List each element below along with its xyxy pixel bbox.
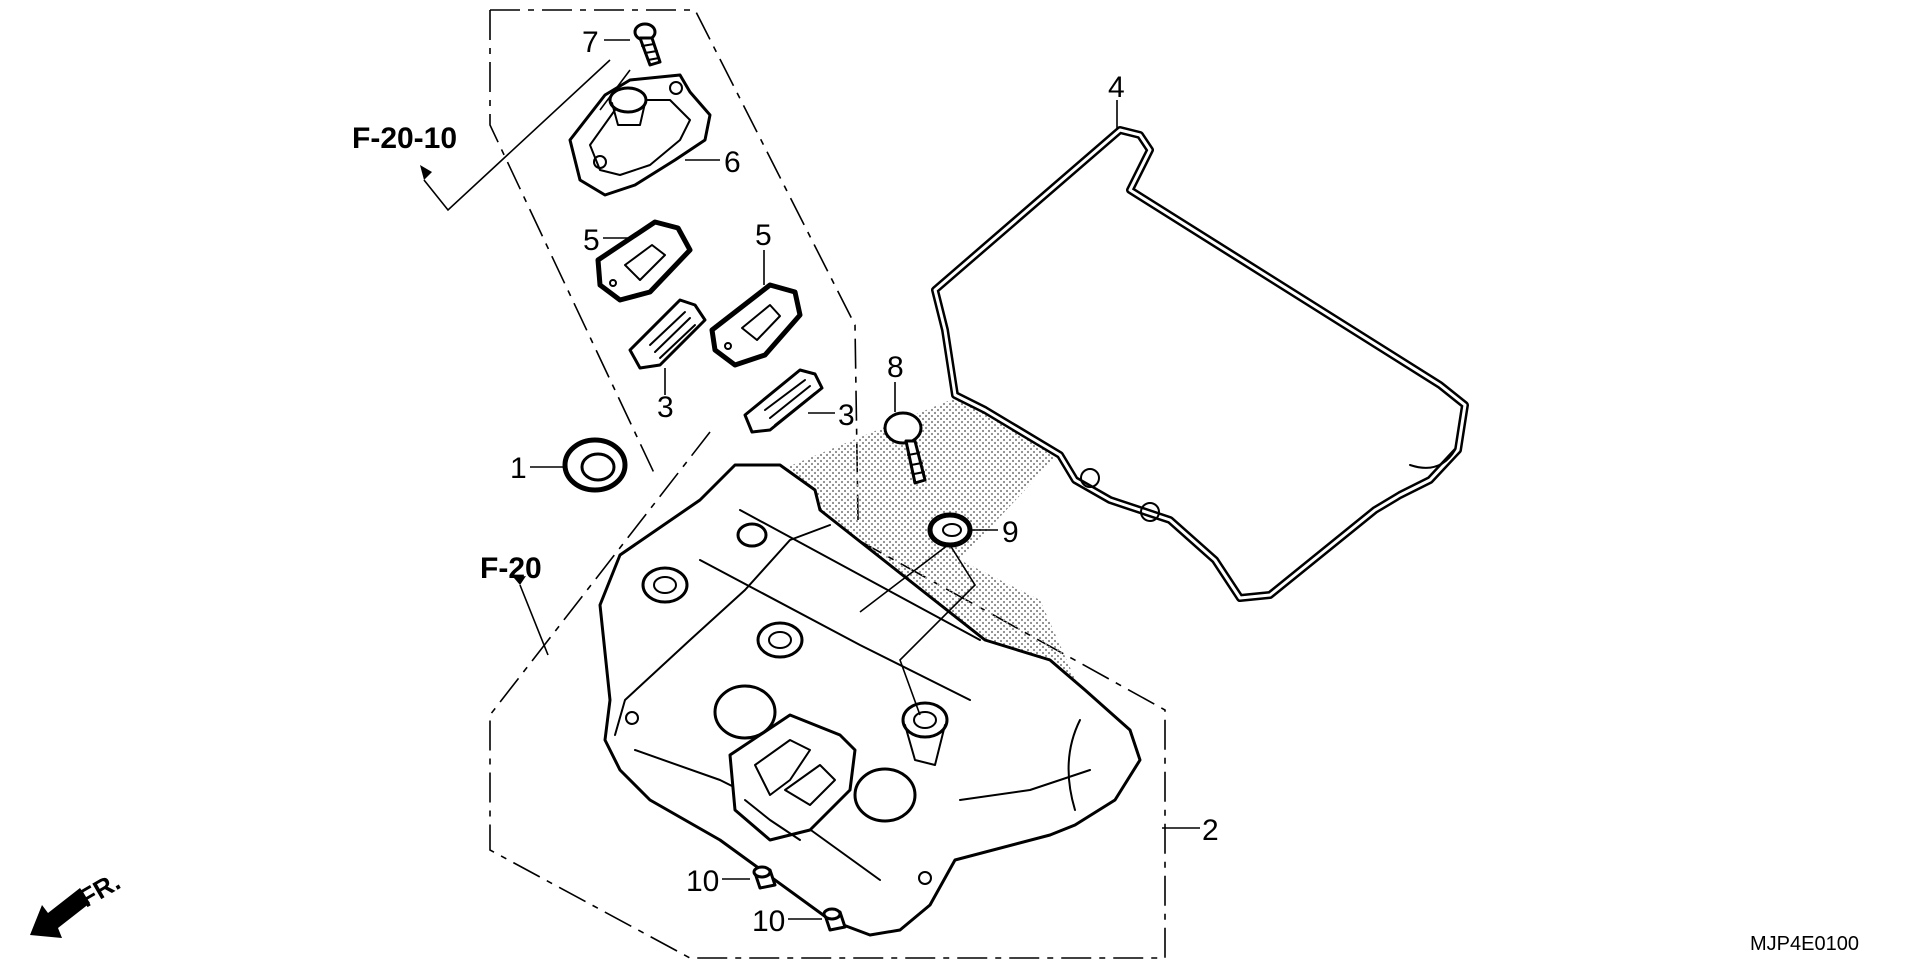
bolt-part-7: [633, 22, 662, 67]
head-cover-part: [598, 463, 1142, 937]
diagram-code: MJP4E0100: [1750, 933, 1859, 955]
front-arrow-icon: [30, 888, 90, 938]
gasket-part: [931, 126, 1469, 602]
callout-5b: 5: [755, 219, 772, 252]
callout-5a: 5: [583, 224, 600, 257]
breather-cover-part: [568, 73, 712, 197]
dowel-pin-part-10b: [822, 907, 847, 932]
washer-part-9: [927, 512, 973, 548]
callout-3b: 3: [838, 399, 855, 432]
reference-label-upper: F-20-10: [352, 122, 457, 155]
callout-6: 6: [724, 146, 741, 179]
leader-lines: [423, 39, 1200, 920]
callout-2: 2: [1202, 814, 1219, 847]
assembly-outline: [489, 9, 1166, 959]
callout-1: 1: [510, 452, 527, 485]
callout-3a: 3: [657, 391, 674, 424]
callout-4: 4: [1108, 71, 1125, 104]
plate-part-3a: [628, 298, 707, 370]
seal-part-5a: [595, 219, 693, 303]
seal-part-5b: [709, 282, 803, 368]
callout-7: 7: [582, 26, 599, 59]
front-direction-indicator: FR.: [30, 866, 125, 938]
callout-10b: 10: [752, 905, 785, 938]
grommet-part-1: [562, 437, 628, 493]
callout-8: 8: [887, 351, 904, 384]
arrow-icon: [420, 165, 526, 585]
reference-label-lower: F-20: [480, 552, 542, 585]
bolt-part-8: [883, 411, 927, 485]
callout-10a: 10: [686, 865, 719, 898]
dowel-pin-part-10a: [752, 865, 777, 890]
plate-part-3b: [743, 368, 824, 434]
callout-9: 9: [1002, 516, 1019, 549]
